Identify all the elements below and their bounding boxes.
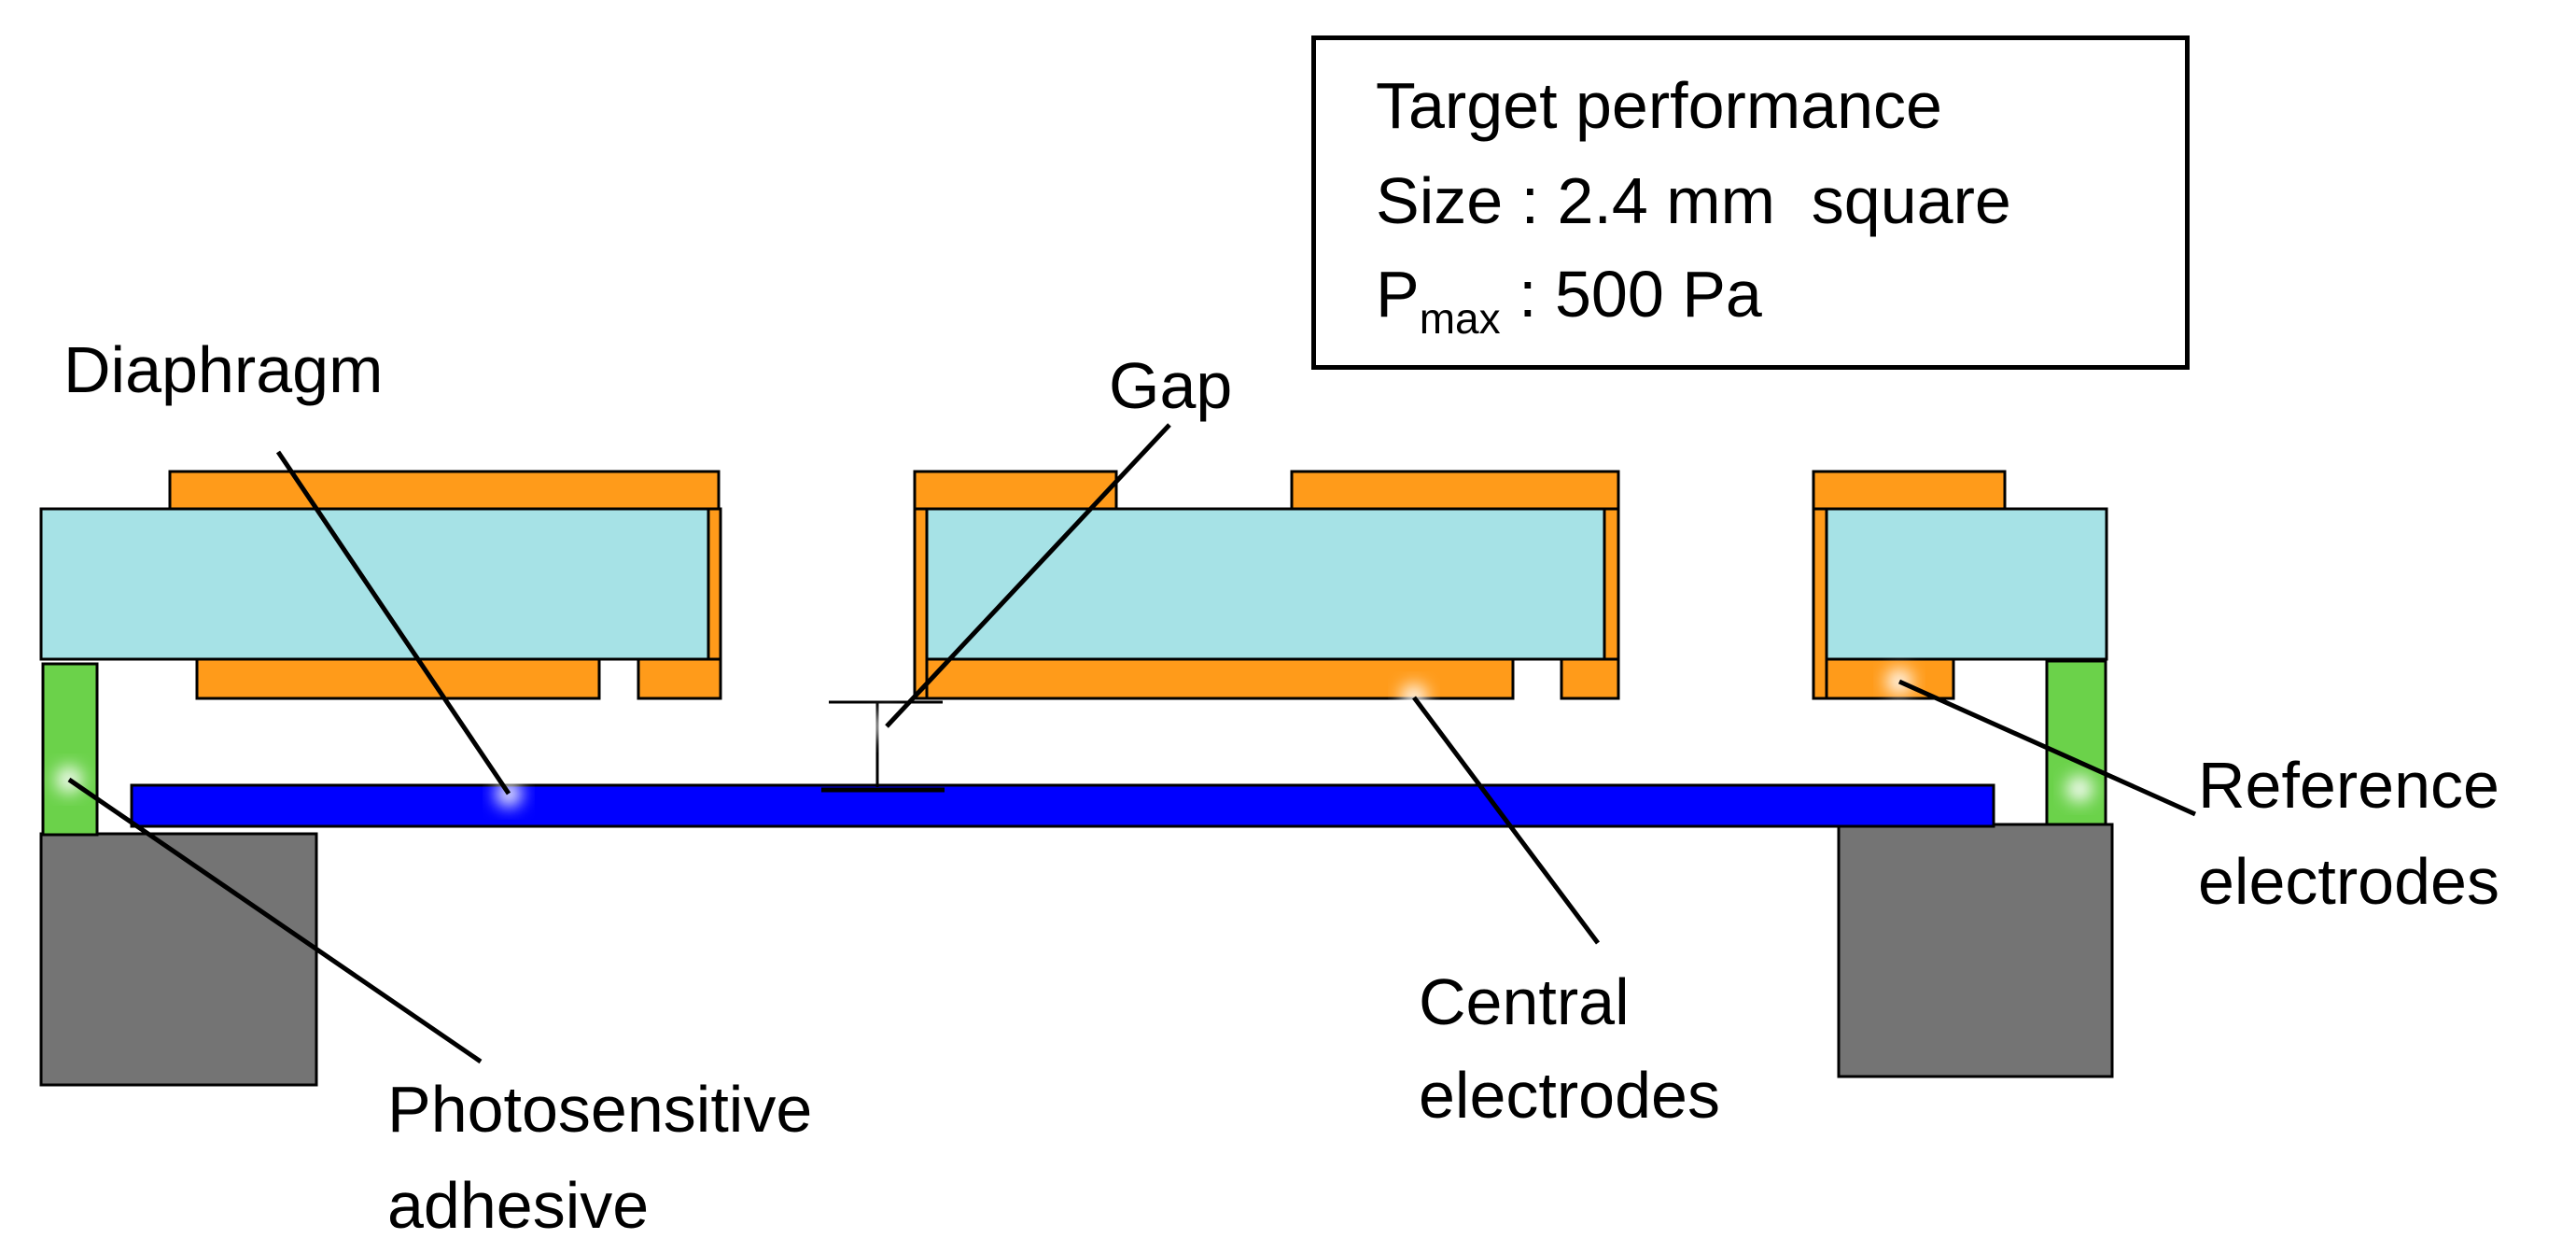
- glass-plate-left: [39, 507, 720, 661]
- label-diaphragm: Diaphragm: [63, 333, 384, 406]
- electrode-bottom-center-b: [1560, 657, 1620, 700]
- target-title: Target performance: [1376, 69, 1942, 142]
- leader-adhesive: [56, 767, 483, 1064]
- electrode-top-center-a: [913, 470, 1118, 511]
- diaphragm: [130, 783, 1995, 828]
- electrode-top-left: [168, 470, 721, 511]
- leader-reference-electrodes: [1886, 669, 2197, 817]
- pmax-symbol: P: [1376, 258, 1420, 331]
- pmax-subscript: max: [1419, 294, 1501, 343]
- electrode-side-right: [1812, 507, 1828, 700]
- electrode-bottom-left-a: [195, 657, 601, 700]
- glass-plate-center: [923, 507, 1606, 661]
- electrode-top-center-b: [1290, 470, 1620, 511]
- gap-dimension-marker: [821, 700, 945, 793]
- leader-central-electrodes: [1401, 684, 1601, 945]
- electrode-side-center-left: [913, 507, 929, 700]
- target-pmax-row: Pmax : 500 Pa: [1376, 257, 1762, 344]
- label-adhesive-line2: adhesive: [387, 1169, 650, 1242]
- label-reference-line1: Reference: [2198, 749, 2499, 822]
- label-gap: Gap: [1109, 349, 1233, 422]
- label-central-line2: electrodes: [1419, 1059, 1720, 1132]
- label-central-line1: Central: [1419, 965, 1630, 1038]
- size-label: Size: [1376, 164, 1504, 237]
- electrode-bottom-left-b: [637, 657, 722, 700]
- base-block-left: [39, 832, 318, 1087]
- target-size-row: Size : 2.4 mm square: [1376, 163, 2011, 238]
- pmax-value: : 500 Pa: [1519, 258, 1762, 331]
- leader-diaphragm: [275, 450, 522, 807]
- electrode-top-right: [1812, 470, 2007, 511]
- label-adhesive-line1: Photosensitive: [387, 1073, 813, 1146]
- glass-plate-right: [1823, 507, 2108, 661]
- size-value: : 2.4 mm square: [1520, 164, 2011, 237]
- label-reference-line2: electrodes: [2198, 845, 2499, 918]
- leader-gap: [874, 423, 1171, 739]
- target-performance-box: Target performance Size : 2.4 mm square …: [1311, 35, 2190, 370]
- adhesive-spacer-left: [41, 662, 99, 837]
- base-block-right: [1837, 823, 2114, 1078]
